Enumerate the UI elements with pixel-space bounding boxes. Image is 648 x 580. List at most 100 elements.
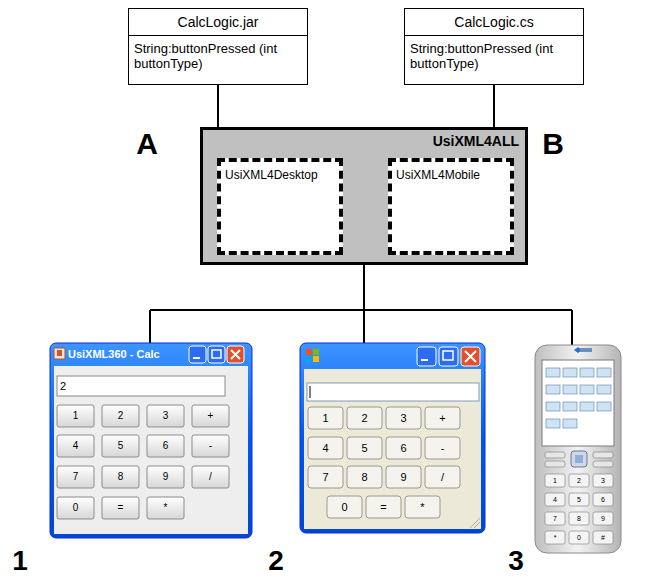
calc-button-text: 2 <box>118 411 124 421</box>
calc-button-text: 4 <box>73 441 79 451</box>
calc-button: 8 <box>347 466 382 488</box>
calc-button-text: / <box>441 472 444 483</box>
display-value: 2 <box>60 378 80 394</box>
calc-button: 6 <box>147 435 184 457</box>
phone-key-text: 0 <box>577 534 581 541</box>
calc-button-text: 3 <box>400 413 406 424</box>
calc-button-text: 0 <box>73 503 79 513</box>
calc-button: 5 <box>102 435 139 457</box>
calc-button: / <box>425 466 460 488</box>
calc-button-text: 6 <box>163 441 169 451</box>
calc-button: = <box>366 496 401 518</box>
method-signature: String:buttonPressed (int buttonType) <box>129 36 307 84</box>
framework-name: UsiXML4ALL <box>203 130 525 152</box>
phone-key-text: 9 <box>601 515 605 522</box>
phone-key-text: 7 <box>553 515 557 522</box>
calc-button: 2 <box>102 405 139 427</box>
phone-key: * <box>545 531 565 544</box>
calc-button: 8 <box>102 466 139 488</box>
phone-key: 6 <box>593 493 613 506</box>
callout-number-text: 2 <box>268 547 284 575</box>
phone-key: 1 <box>545 474 565 487</box>
phone-key-text: 2 <box>577 477 581 484</box>
calc-button: = <box>102 497 139 519</box>
calc-button: 4 <box>308 437 343 459</box>
panel-letter-text: B <box>542 129 564 159</box>
calc-button: 1 <box>57 405 94 427</box>
phone-key: 7 <box>545 512 565 525</box>
phone-key: 9 <box>593 512 613 525</box>
calc-button-text: 6 <box>400 443 406 454</box>
component-box: CalcLogic.jarString:buttonPressed (int b… <box>128 8 308 85</box>
phone-key-text: 4 <box>553 496 557 503</box>
calc-button-text: + <box>208 411 214 421</box>
calc-button: 5 <box>347 437 382 459</box>
windows-window <box>300 343 485 533</box>
calc-button-text: 7 <box>73 472 79 482</box>
module-name: UsiXML4Mobile <box>392 162 510 188</box>
calc-button: * <box>405 496 440 518</box>
calc-button: 0 <box>57 497 94 519</box>
phone-key-text: 8 <box>577 515 581 522</box>
callout-number: 1 <box>6 544 34 578</box>
calc-button: 0 <box>327 496 362 518</box>
phone-key-text: 5 <box>577 496 581 503</box>
calc-button: 9 <box>147 466 184 488</box>
calc-button: + <box>192 405 229 427</box>
panel-letter: A <box>130 126 164 162</box>
callout-number: 2 <box>262 544 290 578</box>
phone-key-text: 3 <box>601 477 605 484</box>
connector <box>217 85 219 127</box>
calc-button: - <box>192 435 229 457</box>
calc-button-text: 9 <box>400 472 406 483</box>
calc-button: 9 <box>386 466 421 488</box>
calc-button: 3 <box>386 407 421 429</box>
calc-button-text: = <box>380 502 386 513</box>
tree-lines <box>150 265 572 346</box>
calc-button-text: 2 <box>361 413 367 424</box>
component-name: CalcLogic.jar <box>129 9 307 36</box>
method-signature: String:buttonPressed (int buttonType) <box>405 36 583 84</box>
module-box: UsiXML4Desktop <box>217 158 343 255</box>
calc-button: 3 <box>147 405 184 427</box>
phone-key: 3 <box>593 474 613 487</box>
window-title-text: UsiXML360 - Calc <box>68 349 160 360</box>
component-name: CalcLogic.cs <box>405 9 583 36</box>
calc-button-text: - <box>441 443 445 454</box>
calc-button: * <box>147 497 184 519</box>
calc-button-text: = <box>118 503 124 513</box>
calc-button-text: 3 <box>163 411 169 421</box>
phone-key: 2 <box>569 474 589 487</box>
calc-button: - <box>425 437 460 459</box>
phone-key: 5 <box>569 493 589 506</box>
calc-button: 7 <box>57 466 94 488</box>
calc-button: 2 <box>347 407 382 429</box>
calc-button: 4 <box>57 435 94 457</box>
module-name: UsiXML4Desktop <box>221 162 339 188</box>
mobile-phone <box>535 345 621 553</box>
calc-button-text: 9 <box>163 472 169 482</box>
panel-letter-text: A <box>136 129 158 159</box>
phone-key-text: * <box>554 534 557 541</box>
module-box: UsiXML4Mobile <box>388 158 514 255</box>
phone-key-text: # <box>601 534 605 541</box>
calc-button-text: 0 <box>341 502 347 513</box>
callout-number: 3 <box>502 544 530 578</box>
phone-key: 0 <box>569 531 589 544</box>
phone-key: # <box>593 531 613 544</box>
calc-button-text: 5 <box>361 443 367 454</box>
calc-button-text: 4 <box>322 443 328 454</box>
calc-button-text: 5 <box>118 441 124 451</box>
calc-button: 7 <box>308 466 343 488</box>
calc-button-text: 1 <box>322 413 328 424</box>
calc-button-text: 1 <box>73 411 79 421</box>
phone-key: 8 <box>569 512 589 525</box>
calc-button-text: 8 <box>118 472 124 482</box>
component-box: CalcLogic.csString:buttonPressed (int bu… <box>404 8 584 85</box>
panel-letter: B <box>536 126 570 162</box>
java-window <box>50 343 252 538</box>
calc-button-text: / <box>209 472 212 482</box>
